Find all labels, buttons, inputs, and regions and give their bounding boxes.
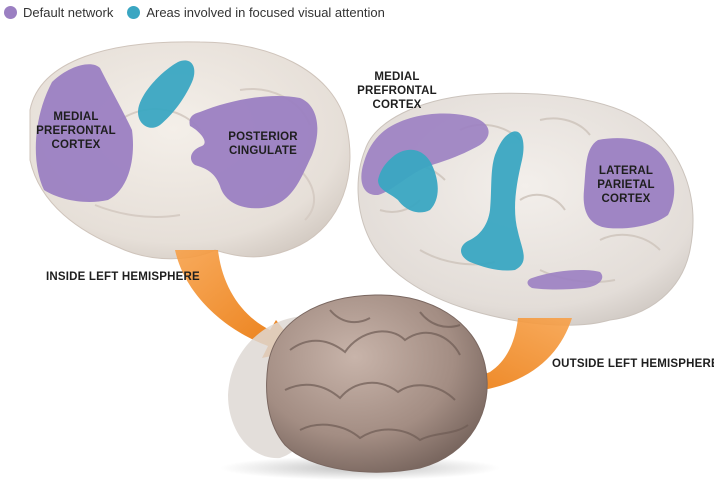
outside-central-attention-region	[461, 131, 524, 271]
label-line: MEDIAL	[53, 111, 99, 123]
label-inside-left-hemisphere: INSIDE LEFT HEMISPHERE	[46, 271, 200, 283]
label-line: CORTEX	[601, 193, 651, 205]
whole-brain-gyri	[284, 309, 469, 442]
arrow-outside-to-brain	[396, 318, 572, 402]
label-line: LATERAL	[598, 165, 654, 177]
legend-item-default-network: Default network	[4, 5, 113, 20]
label-posterior-cingulate: POSTERIOR CINGULATE	[218, 130, 308, 158]
inside-visual-attention-region	[138, 60, 195, 128]
default-network-swatch	[4, 5, 17, 19]
whole-brain	[220, 294, 500, 480]
label-inside-medial-prefrontal-cortex: MEDIAL PREFRONTAL CORTEX	[36, 110, 116, 152]
label-line: CINGULATE	[228, 145, 298, 157]
label-line: PARIETAL	[597, 179, 655, 191]
inside-medial-prefrontal-region	[35, 64, 133, 202]
label-lateral-parietal-cortex: LATERAL PARIETAL CORTEX	[586, 164, 666, 206]
label-line: CORTEX	[51, 139, 101, 151]
legend: Default network Areas involved in focuse…	[4, 2, 385, 22]
label-line: MEDIAL	[374, 71, 420, 83]
inside-left-hemisphere	[29, 41, 351, 260]
label-outside-medial-prefrontal-cortex: MEDIAL PREFRONTAL CORTEX	[352, 70, 442, 112]
outside-left-hemisphere	[357, 92, 694, 326]
posterior-cingulate-region	[189, 95, 318, 209]
lateral-parietal-region	[583, 138, 675, 229]
legend-label-visual-attention: Areas involved in focused visual attenti…	[146, 4, 385, 20]
outside-prefrontal-attention-region	[378, 149, 438, 213]
outside-temporal-default-region	[527, 270, 603, 290]
legend-item-visual-attention: Areas involved in focused visual attenti…	[127, 4, 385, 20]
label-line: PREFRONTAL	[357, 85, 437, 97]
label-line: POSTERIOR	[228, 131, 298, 143]
visual-attention-swatch	[127, 5, 141, 19]
legend-label-default-network: Default network	[23, 4, 114, 20]
label-line: CORTEX	[372, 99, 422, 111]
label-line: PREFRONTAL	[36, 125, 116, 137]
label-outside-left-hemisphere: OUTSIDE LEFT HEMISPHERE	[552, 358, 714, 370]
